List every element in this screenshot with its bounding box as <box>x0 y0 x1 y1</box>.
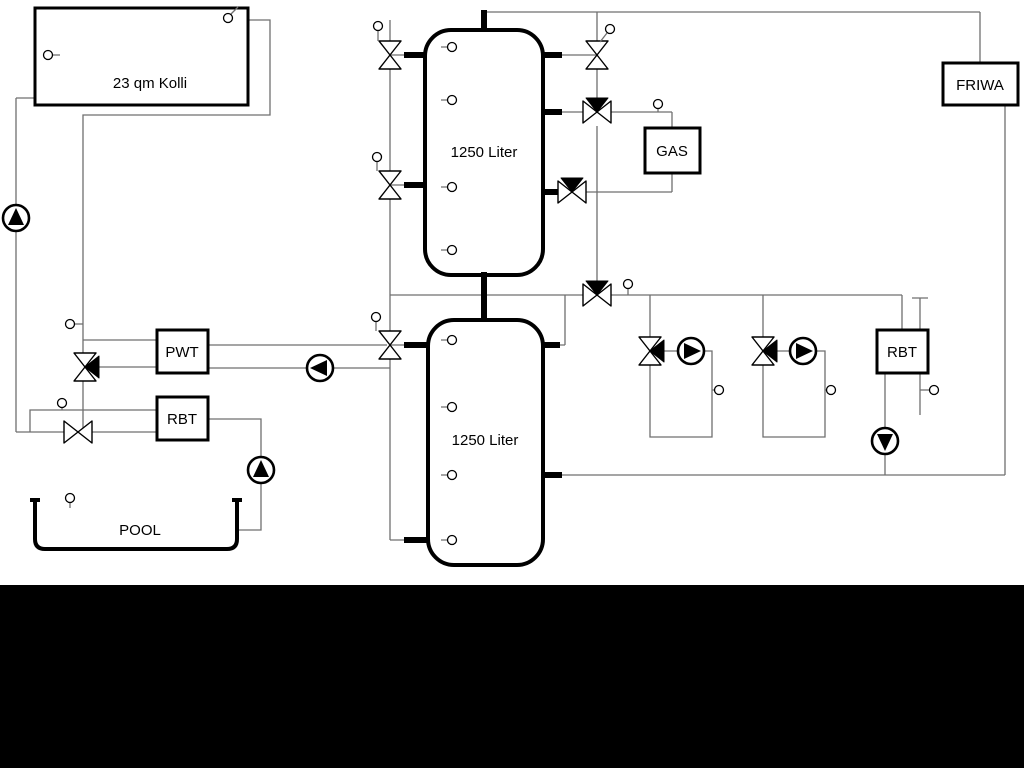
tank1-sensor-icon <box>446 181 458 193</box>
solar-pump-icon <box>1 203 31 233</box>
heating-circuit-2-pipes <box>762 350 826 438</box>
heating-2-sensor-icon <box>825 384 837 396</box>
bottom-black-bar <box>0 585 1024 768</box>
distribution-pipes <box>390 126 903 346</box>
solar-collector-box <box>33 6 250 107</box>
heating-pump-2-icon <box>788 336 818 366</box>
rbt-left-label: RBT <box>167 411 197 428</box>
pool-label: POOL <box>119 522 161 539</box>
header-pipes <box>484 11 1006 475</box>
gas-boiler-box <box>643 126 702 175</box>
collector-label: 23 qm Kolli <box>113 75 187 92</box>
pool-basin <box>30 498 242 551</box>
rbt-right-pipes <box>884 297 928 475</box>
three-way-valve-icon-solar <box>73 352 100 382</box>
valve-icon-tank1-mid-left <box>378 170 402 200</box>
tank2-sensor-icon <box>446 534 458 546</box>
heating-circuit-1-pipes <box>649 350 713 438</box>
pwt-pipes <box>208 344 390 369</box>
friwa-label: FRIWA <box>956 77 1004 94</box>
rbt-left-sensor-icon <box>56 397 68 409</box>
tank1-sensor-icon <box>446 94 458 106</box>
valve-icon-header <box>585 40 609 70</box>
valve-sensor-icon <box>372 20 384 32</box>
pool-sensor-icon <box>64 492 76 504</box>
tank1-sensor-icon <box>446 41 458 53</box>
distribution-sensor-icon <box>622 278 634 290</box>
gas-label: GAS <box>656 143 688 160</box>
pwt-label: PWT <box>165 344 198 361</box>
tank-left-riser <box>389 20 404 541</box>
rbt-right-label: RBT <box>887 344 917 361</box>
tank2-sensor-icon <box>446 401 458 413</box>
rbt-pump-icon <box>870 426 900 456</box>
valve-icon-tank1-top-left <box>378 40 402 70</box>
pwt-box <box>155 328 210 375</box>
pool-pipes <box>208 418 262 531</box>
gas-line-sensor-icon <box>652 98 664 110</box>
heating-pump-1-icon <box>676 336 706 366</box>
tank2-sensor-icon <box>446 469 458 481</box>
valve-icon-tank2-top-left <box>378 330 402 360</box>
three-way-valve-icon-distribution <box>582 280 612 307</box>
heating-1-sensor-icon <box>713 384 725 396</box>
valve-sensor-icon <box>604 23 616 35</box>
friwa-box <box>941 61 1020 107</box>
three-way-valve-icon-heating-2 <box>751 336 778 366</box>
pool-pump-icon <box>246 455 276 485</box>
collector-top-sensor-icon <box>222 12 234 24</box>
loading-pump-icon <box>305 353 335 383</box>
three-way-valve-icon-gas-return <box>557 177 587 204</box>
valve-sensor-icon <box>371 151 383 163</box>
rbt-right-box <box>875 328 930 375</box>
three-way-valve-icon-gas-supply <box>582 97 612 124</box>
gas-pipes <box>562 54 673 193</box>
solar-valve-sensor-icon <box>64 318 76 330</box>
pipe-network <box>15 11 1006 541</box>
sensor-icons <box>42 6 940 546</box>
tank-connection-stubs <box>404 10 562 543</box>
valve-sensor-icon <box>370 311 382 323</box>
tank-bottom-label: 1250 Liter <box>452 432 519 449</box>
collector-left-sensor-icon <box>42 49 54 61</box>
three-way-valve-icon-heating-1 <box>638 336 665 366</box>
rbt-left-box <box>155 395 210 442</box>
valve-icon-rbt-left <box>63 420 93 444</box>
rbt-right-sensor-icon <box>928 384 940 396</box>
tank1-sensor-icon <box>446 244 458 256</box>
tank-top-label: 1250 Liter <box>451 144 518 161</box>
tank2-sensor-icon <box>446 334 458 346</box>
